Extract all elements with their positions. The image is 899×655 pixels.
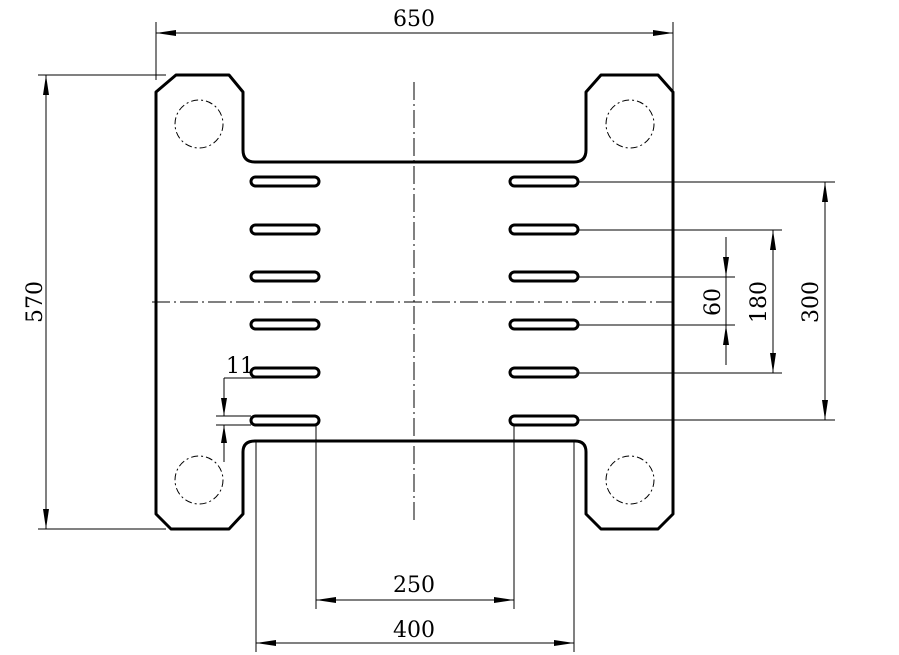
dimension-label-overall-height: 570: [23, 281, 48, 323]
corner-holes: [174, 99, 655, 505]
dimension-overall-width: 650: [155, 7, 674, 90]
corner-hole-bottom-left: [174, 455, 224, 505]
slot-right-4: [508, 318, 580, 331]
slot-right-3: [508, 270, 580, 283]
dimension-slot-pitch: 60: [701, 237, 729, 365]
slot-left-3: [249, 270, 321, 283]
slot-left-4: [249, 318, 321, 331]
slot-left-2: [249, 223, 321, 236]
dimension-slot-inner-spacing: 250: [315, 426, 515, 609]
dimension-slot-span-outer: 300: [799, 182, 828, 420]
slot-right-6: [508, 414, 580, 427]
dimension-label-slot-inner-spacing: 250: [393, 573, 435, 598]
slot-left-5: [249, 366, 321, 379]
slot-right-1: [508, 175, 580, 188]
corner-hole-top-left: [174, 99, 224, 149]
slot-right-2: [508, 223, 580, 236]
dimension-label-bottom-opening: 400: [393, 618, 435, 643]
dimension-bottom-opening: 400: [255, 442, 575, 652]
slot-left-1: [249, 175, 321, 188]
dimension-overall-height: 570: [23, 74, 166, 530]
dimension-slot-width: 11: [216, 354, 262, 462]
dimension-label-slot-width: 11: [226, 354, 254, 379]
dimension-slot-span-inner: 180: [747, 230, 776, 373]
slot-left-6: [249, 414, 321, 427]
slot-right-5: [508, 366, 580, 379]
slot-extension-lines: [578, 181, 835, 421]
corner-hole-top-right: [605, 99, 655, 149]
dimension-label-slot-pitch: 60: [701, 288, 726, 316]
plate-outline: [154, 73, 675, 531]
slots: [249, 175, 580, 427]
dimension-label-slot-span-outer: 300: [799, 281, 824, 323]
dimension-label-overall-width: 650: [393, 7, 435, 32]
corner-hole-bottom-right: [605, 455, 655, 505]
dimension-label-slot-span-inner: 180: [747, 281, 772, 323]
